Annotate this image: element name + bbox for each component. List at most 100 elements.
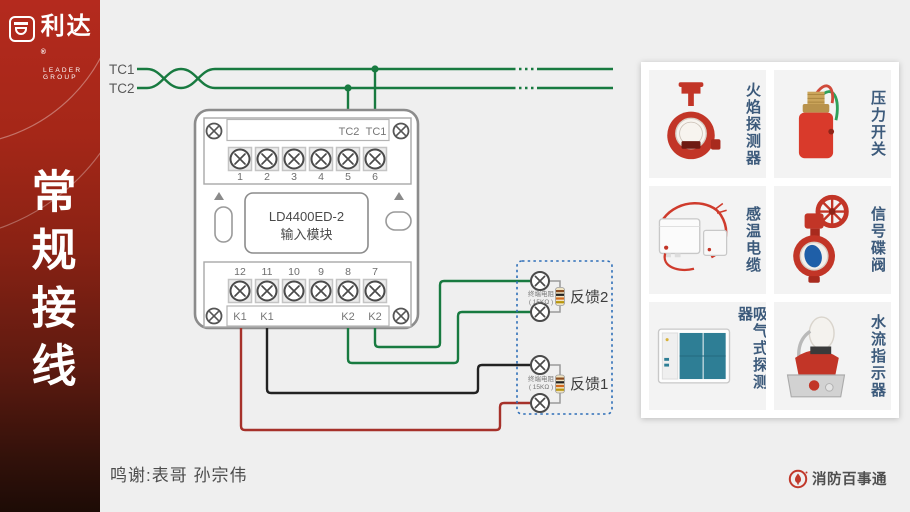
- k-labels: K1 K1 K2 K2: [233, 311, 381, 323]
- wire-green-k2-b: [346, 310, 531, 365]
- bottom-label-bar: [226, 305, 390, 327]
- terminal-screw-icon: [281, 146, 307, 172]
- corner-screw-icon: [392, 307, 410, 325]
- k-label: K1: [260, 311, 273, 323]
- terminal-screw-icon: [281, 278, 307, 304]
- terminal-screw-icon: [227, 278, 253, 304]
- wire-green-k2-a: [373, 279, 531, 349]
- product-label: 火焰探测器: [744, 81, 761, 167]
- product-cell-pressure-switch: 压力开关: [774, 70, 891, 178]
- terminal-screw-icon: [335, 278, 361, 304]
- terminal-number: 2: [264, 171, 270, 183]
- left-mount-slot: [214, 206, 233, 243]
- tc2-line: [137, 67, 513, 90]
- feedback-2: 终端电阻 ( 15KΩ ) 反馈2: [528, 271, 608, 322]
- k-label: K1: [233, 311, 246, 323]
- brand-subtitle: LEADER GROUP: [43, 67, 83, 81]
- signal-butterfly-valve-image: [793, 194, 849, 283]
- registered-mark: ®: [40, 49, 48, 56]
- corner-screw-icon: [205, 307, 223, 325]
- resistor-icon: [555, 374, 565, 394]
- feedback-screw-icon: [530, 355, 550, 375]
- watermark-text: 消防百事通: [812, 472, 887, 488]
- flame-detector-image: [667, 82, 721, 160]
- water-flow-indicator-image: [786, 316, 846, 398]
- terminal-screw-icon: [254, 278, 280, 304]
- port-label-tc1: TC1: [366, 126, 387, 138]
- k-label: K2: [368, 311, 381, 323]
- brand-logo: 利达® LEADER GROUP: [9, 14, 99, 81]
- module-name-plate: [244, 192, 369, 254]
- module-type: 输入模块: [280, 227, 332, 242]
- product-cell-water-flow-indicator: 水流指示器: [774, 302, 891, 410]
- credits-text: 鸣谢:表哥 孙宗伟: [110, 466, 248, 485]
- terminal-number: 3: [291, 171, 297, 183]
- terminal-screw-icon: [362, 146, 388, 172]
- product-label: 信号碟阀: [869, 206, 886, 274]
- fire119-icon: [788, 469, 808, 488]
- pressure-switch-image: [798, 84, 839, 159]
- feedback-dotted-box: [516, 260, 613, 415]
- resistor-text: ( 15KΩ ): [529, 299, 553, 306]
- bus-lines: [137, 67, 613, 119]
- resistor-text: 终端电阻: [528, 289, 555, 298]
- terminal-number: 7: [372, 266, 378, 278]
- terminal-screw-icon: [335, 146, 361, 172]
- product-panel: 火焰探测器 压力开关: [641, 62, 899, 418]
- resistor-text: 终端电阻: [528, 374, 555, 383]
- terminal-number: 1: [237, 171, 243, 183]
- terminal-number: 12: [234, 266, 246, 278]
- bus-label-tc2: TC2: [109, 81, 135, 96]
- terminal-number: 6: [372, 171, 378, 183]
- terminal-number: 10: [288, 266, 300, 278]
- terminal-screw-icon: [254, 146, 280, 172]
- input-module: TC2 TC1 1 2 3 4 5 6: [193, 108, 420, 330]
- terminal-number: 11: [262, 266, 273, 278]
- k-label: K2: [341, 311, 354, 323]
- terminal-screw-icon: [227, 146, 253, 172]
- terminal-screw-icon: [308, 146, 334, 172]
- feedback-screw-icon: [530, 271, 550, 291]
- corner-screw-icon: [205, 122, 223, 140]
- feedback-screw-icon: [530, 393, 550, 413]
- terminal-number: 8: [345, 266, 351, 278]
- terminal-number: 5: [345, 171, 351, 183]
- tc1-line: [137, 67, 513, 90]
- resistor-icon: [555, 287, 565, 306]
- product-label: 感温电缆: [744, 206, 761, 274]
- right-mount-slot: [385, 211, 412, 231]
- product-cell-heat-sensing-cable: 感温电缆: [649, 186, 766, 294]
- product-cell-flame-detector: 火焰探测器: [649, 70, 766, 178]
- product-label: 水流指示器: [869, 313, 886, 399]
- wire-red-k1: [239, 328, 531, 432]
- brand-logo-icon: [9, 16, 35, 42]
- junction-dot-tc2: [344, 84, 352, 92]
- junction-dot-tc1: [371, 65, 379, 73]
- triangle-marker: [214, 192, 224, 200]
- product-cell-signal-butterfly-valve: 信号碟阀: [774, 186, 891, 294]
- bottom-terminal-numbers: 12 11 10 9 8 7: [234, 266, 378, 278]
- product-label: 压力开关: [869, 90, 886, 158]
- feedback-label: 反馈2: [570, 289, 608, 306]
- product-cell-aspirating-detector: 吸气式探测器: [649, 302, 766, 410]
- sidebar: 利达® LEADER GROUP 常规接线: [0, 0, 100, 512]
- bus-label-tc1: TC1: [109, 62, 135, 77]
- heat-sensing-cable-image: [658, 202, 728, 272]
- watermark: 消防百事通: [788, 468, 887, 489]
- terminal-number: 4: [318, 171, 324, 183]
- feedback-label: 反馈1: [570, 376, 608, 393]
- module-model: LD4400ED-2: [269, 209, 344, 224]
- top-label-bar: [226, 118, 390, 142]
- triangle-marker: [394, 192, 404, 200]
- port-label-tc2: TC2: [339, 126, 360, 138]
- terminal-number: 9: [318, 266, 324, 278]
- corner-screw-icon: [392, 122, 410, 140]
- product-label: 吸气式探测器: [736, 306, 766, 391]
- wire-black-k1: [265, 328, 531, 395]
- terminal-screw-icon: [308, 278, 334, 304]
- brand-name: 利达®: [40, 13, 93, 57]
- aspirating-detector-image: [657, 328, 731, 384]
- page-title: 常规接线: [24, 168, 76, 400]
